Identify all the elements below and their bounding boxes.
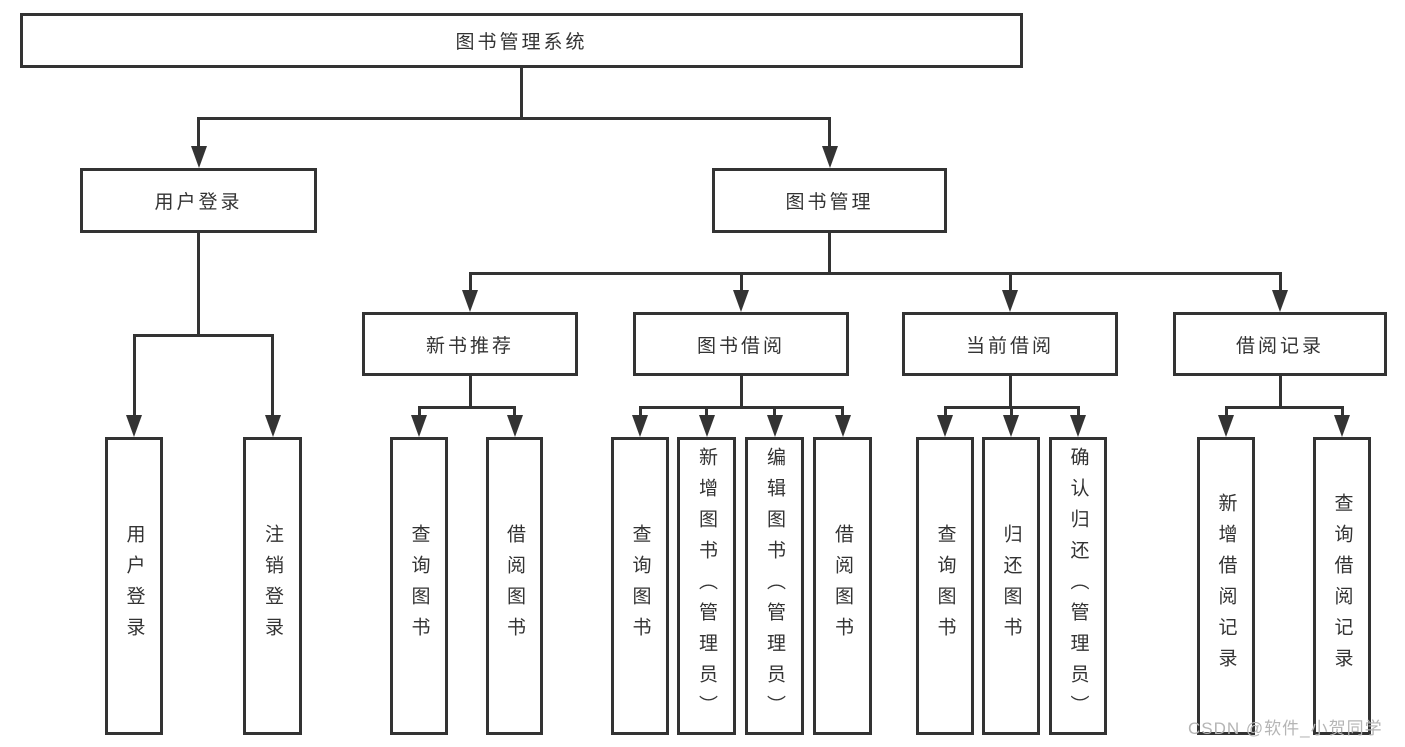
node-user-login: 用户登录 — [80, 168, 317, 233]
node-leaf-query-books-3: 查询图书 — [916, 437, 974, 735]
connector-line — [513, 407, 516, 415]
connector-line — [1009, 407, 1013, 415]
arrowhead-down-icon — [821, 146, 838, 168]
node-leaf-query-books-1: 查询图书 — [390, 437, 448, 735]
arrowhead-down-icon — [766, 415, 783, 437]
arrowhead-down-icon — [1272, 290, 1288, 312]
arrowhead-down-icon — [1003, 415, 1019, 437]
connector-line — [417, 405, 516, 409]
node-leaf-user-login: 用户登录 — [105, 437, 163, 735]
node-label-leaf-query-books-3: 查询图书 — [934, 524, 956, 648]
node-label-user-login: 用户登录 — [154, 192, 243, 213]
connector-line — [828, 233, 831, 273]
arrowhead-down-icon — [1218, 415, 1234, 437]
arrowhead-down-icon — [126, 415, 142, 437]
node-leaf-edit-book: 编辑图书（管理员） — [745, 437, 804, 735]
node-label-leaf-add-borrow-record: 新增借阅记录 — [1215, 493, 1237, 679]
connector-line — [1224, 405, 1344, 409]
node-borrow-records: 借阅记录 — [1173, 312, 1387, 376]
node-label-book-borrow: 图书借阅 — [696, 335, 785, 357]
node-label-leaf-edit-book: 编辑图书（管理员） — [764, 446, 785, 726]
connector-line — [739, 273, 743, 290]
connector-line — [943, 407, 947, 415]
node-label-borrow-records: 借阅记录 — [1235, 335, 1324, 357]
node-label-leaf-return-book: 归还图书 — [1000, 524, 1022, 648]
node-label-book-management: 图书管理 — [785, 192, 874, 213]
csdn-watermark: CSDN @软件_小贺同学 — [1188, 719, 1383, 738]
node-label-current-borrow: 当前借阅 — [965, 335, 1054, 357]
node-label-leaf-user-login: 用户登录 — [123, 524, 145, 648]
node-leaf-borrow-books-2: 借阅图书 — [813, 437, 872, 735]
arrowhead-down-icon — [462, 290, 478, 312]
connector-line — [197, 118, 200, 146]
connector-line — [468, 273, 472, 290]
node-label-leaf-query-books-1: 查询图书 — [408, 524, 430, 648]
node-root: 图书管理系统 — [20, 13, 1023, 68]
node-label-new-book-recommend: 新书推荐 — [425, 335, 514, 357]
arrowhead-down-icon — [1070, 415, 1086, 437]
node-label-leaf-borrow-books-1: 借阅图书 — [504, 524, 525, 648]
node-new-book-recommend: 新书推荐 — [362, 312, 578, 376]
connector-line — [739, 376, 743, 407]
connector-line — [468, 376, 472, 407]
node-current-borrow: 当前借阅 — [902, 312, 1118, 376]
connector-line — [1008, 376, 1012, 407]
node-book-management: 图书管理 — [712, 168, 947, 233]
node-label-leaf-add-book: 新增图书（管理员） — [696, 446, 717, 726]
arrowhead-down-icon — [834, 415, 851, 437]
connector-line — [1278, 273, 1282, 290]
connector-line — [132, 335, 136, 415]
connector-line — [417, 407, 421, 415]
connector-line — [1076, 407, 1080, 415]
connector-line — [1340, 407, 1344, 415]
connector-line — [468, 271, 1282, 275]
connector-line — [520, 68, 523, 118]
node-label-leaf-logout: 注销登录 — [262, 524, 283, 648]
connector-line — [705, 407, 708, 415]
arrowhead-down-icon — [190, 146, 207, 168]
node-label-leaf-confirm-return: 确认归还（管理员） — [1067, 446, 1089, 726]
node-label-leaf-query-books-2: 查询图书 — [629, 524, 651, 648]
connector-line — [773, 407, 776, 415]
node-book-borrow: 图书借阅 — [633, 312, 849, 376]
node-leaf-logout: 注销登录 — [243, 437, 302, 735]
node-leaf-query-books-2: 查询图书 — [611, 437, 669, 735]
connector-line — [638, 407, 642, 415]
node-label-root: 图书管理系统 — [455, 32, 588, 53]
arrowhead-down-icon — [1334, 415, 1350, 437]
node-leaf-query-borrow-record: 查询借阅记录 — [1313, 437, 1371, 735]
connector-line — [1224, 407, 1228, 415]
arrowhead-down-icon — [937, 415, 953, 437]
connector-line — [132, 333, 274, 337]
node-leaf-confirm-return: 确认归还（管理员） — [1049, 437, 1107, 735]
arrowhead-down-icon — [733, 290, 749, 312]
node-leaf-borrow-books-1: 借阅图书 — [486, 437, 543, 735]
arrowhead-down-icon — [632, 415, 648, 437]
connector-line — [197, 233, 200, 335]
connector-line — [638, 405, 844, 409]
node-leaf-return-book: 归还图书 — [982, 437, 1040, 735]
connector-line — [1008, 273, 1012, 290]
node-leaf-add-borrow-record: 新增借阅记录 — [1197, 437, 1255, 735]
arrowhead-down-icon — [1002, 290, 1018, 312]
node-label-leaf-borrow-books-2: 借阅图书 — [832, 524, 853, 648]
connector-line — [197, 116, 831, 120]
arrowhead-down-icon — [264, 415, 281, 437]
connector-line — [828, 118, 831, 146]
arrowhead-down-icon — [698, 415, 715, 437]
node-label-leaf-query-borrow-record: 查询借阅记录 — [1331, 493, 1353, 679]
connector-line — [841, 407, 844, 415]
arrowhead-down-icon — [506, 415, 523, 437]
arrowhead-down-icon — [411, 415, 427, 437]
node-leaf-add-book: 新增图书（管理员） — [677, 437, 736, 735]
connector-line — [1278, 376, 1282, 407]
connector-line — [271, 335, 274, 415]
